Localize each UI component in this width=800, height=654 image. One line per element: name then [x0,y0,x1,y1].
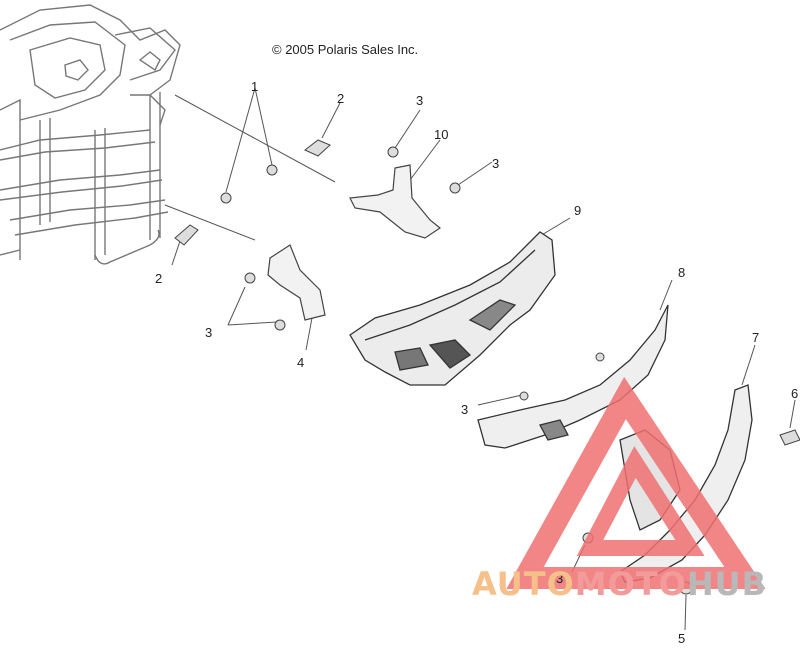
watermark-hub: HUB [686,565,768,603]
watermark-text: AUTOMOTOHUB [472,566,767,602]
bracket-10 [349,164,442,239]
front-bumper-9 [349,231,556,386]
callout-label: 3 [416,93,424,108]
callout-label: 3 [556,571,564,586]
callout-label: 1 [251,79,259,94]
callout-label: 3 [461,402,469,417]
frame-chassis [0,4,181,265]
callout-label: 6 [791,386,799,401]
callout-label: 7 [752,330,760,345]
watermark-moto: MOTO [574,565,687,603]
callout-label: 2 [155,271,163,286]
callout-label: 9 [574,203,582,218]
callout-label: 3 [205,325,213,340]
callout-label: 4 [297,355,305,370]
side-panel-8 [477,304,669,449]
callout-label: 10 [434,127,449,142]
bracket-4 [267,244,326,321]
copyright-notice: © 2005 Polaris Sales Inc. [272,42,419,57]
callout-label: 3 [492,156,500,171]
callout-label: 8 [678,265,686,280]
leader-lines [164,87,796,631]
watermark-auto: AUTO [472,565,575,603]
watermark-triangle [506,376,766,589]
callout-label: 2 [337,91,345,106]
hardware-fasteners [174,139,800,595]
callout-label: 5 [678,631,686,646]
